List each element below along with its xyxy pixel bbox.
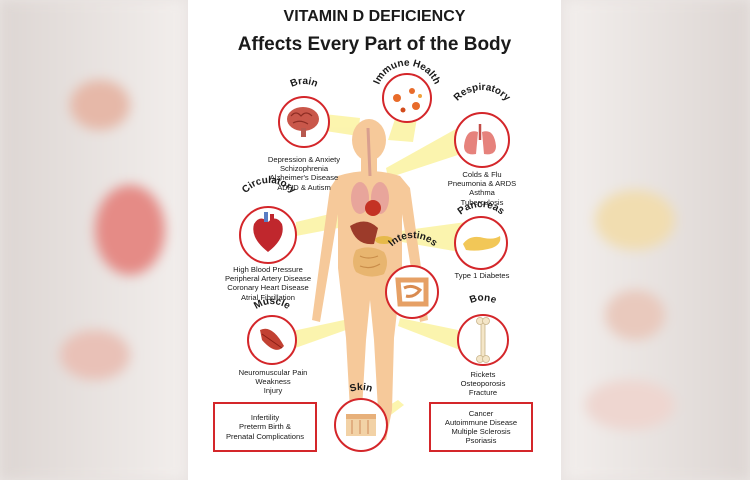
- condition-item: Osteoporosis: [460, 379, 506, 389]
- condition-item: Psoriasis: [465, 436, 497, 446]
- box-immune-diseases-text: Cancer Autoimmune Disease Multiple Scler…: [445, 409, 517, 446]
- label-skin: Skin: [349, 382, 374, 395]
- condition-item: Pneumonia & ARDS: [447, 179, 517, 189]
- condition-item: Autoimmune Disease: [444, 417, 518, 427]
- title-line-2: Affects Every Part of the Body: [237, 34, 512, 55]
- respiratory-conditions: Colds & Flu Pneumonia & ARDS Asthma Tube…: [432, 170, 532, 207]
- condition-item: Coronary Heart Disease: [227, 283, 309, 293]
- condition-item: Neuromuscular Pain: [238, 368, 308, 377]
- condition-item: Peripheral Artery Disease: [224, 274, 312, 284]
- condition-item: ADHD & Autism: [277, 182, 331, 192]
- organs: [350, 127, 393, 277]
- condition-item: Multiple Sclerosis: [451, 427, 511, 436]
- label-bone: Bone: [468, 292, 498, 306]
- label-brain: Brain: [289, 76, 319, 90]
- condition-item: Alzheimer's Disease: [269, 173, 339, 183]
- heart-icon: [253, 212, 283, 252]
- condition-item: Schizophrenia: [279, 164, 329, 174]
- box-reproductive: Infertility Preterm Birth & Prenatal Com…: [213, 402, 317, 452]
- infographic: VITAMIN D DEFICIENCY Affects Every Part …: [188, 0, 561, 480]
- pancreas-icon: [463, 236, 501, 251]
- muscle-conditions: Neuromuscular Pain Weakness Injury: [228, 368, 318, 396]
- condition-item: Injury: [263, 386, 283, 396]
- lungs-icon: [464, 124, 496, 155]
- brain-icon: [287, 107, 319, 137]
- condition-item: Asthma: [469, 188, 495, 198]
- box-immune-diseases: Cancer Autoimmune Disease Multiple Scler…: [429, 402, 533, 452]
- condition-item: Tuberculosis: [460, 197, 504, 207]
- condition-item: Weakness: [255, 377, 291, 387]
- condition-item: Type 1 Diabetes: [454, 271, 510, 280]
- intestines-icon: [395, 277, 429, 307]
- condition-item: High Blood Pressure: [233, 265, 303, 274]
- label-respiratory: Respiratory: [452, 82, 513, 104]
- condition-item: Preterm Birth &: [239, 422, 291, 432]
- background-right: [565, 0, 750, 480]
- bone-icon: [476, 317, 490, 363]
- bone-conditions: Rickets Osteoporosis Fracture: [450, 370, 516, 398]
- condition-item: Fracture: [468, 388, 498, 398]
- condition-item: Prenatal Complications: [225, 431, 305, 441]
- condition-item: Rickets: [470, 370, 496, 379]
- condition-item: Cancer: [468, 408, 494, 418]
- condition-item: Atrial Fibrillation: [240, 292, 296, 302]
- germ-icon: [393, 88, 422, 113]
- muscle-icon: [260, 328, 284, 350]
- pancreas-conditions: Type 1 Diabetes: [446, 271, 518, 280]
- condition-item: Infertility: [250, 413, 280, 423]
- circulatory-conditions: High Blood Pressure Peripheral Artery Di…: [206, 265, 330, 302]
- condition-item: Colds & Flu: [462, 170, 502, 179]
- box-reproductive-text: Infertility Preterm Birth & Prenatal Com…: [226, 413, 304, 441]
- skin-icon: [346, 414, 376, 436]
- brain-conditions: Depression & Anxiety Schizophrenia Alzhe…: [246, 155, 362, 192]
- background-left: [0, 0, 185, 480]
- condition-item: Depression & Anxiety: [267, 155, 341, 164]
- title-line-1: VITAMIN D DEFICIENCY: [283, 8, 466, 25]
- body-diagram: Brain Immune Health Respiratory Circulat…: [239, 58, 513, 452]
